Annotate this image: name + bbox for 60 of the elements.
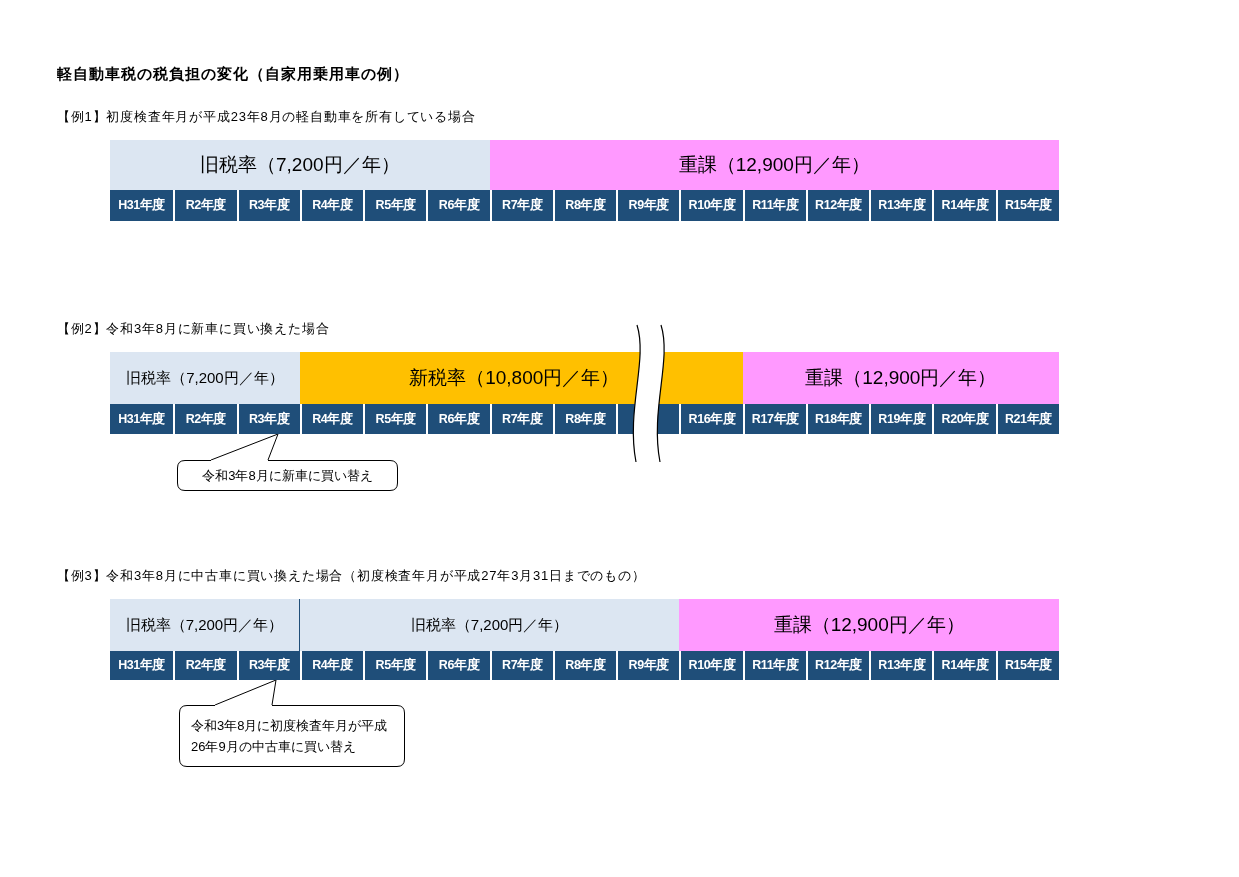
year-cell: R3年度 [236, 651, 300, 680]
year-cell: H31年度 [110, 651, 174, 680]
year-cell: R5年度 [363, 651, 427, 680]
example-heading: 【例3】令和3年8月に中古車に買い換えた場合（初度検査年月が平成27年3月31日までのもの） [57, 567, 646, 585]
example-heading: 【例1】初度検査年月が平成23年8月の軽自動車を所有している場合 [57, 108, 476, 126]
year-cell: R7年度 [489, 404, 553, 434]
year-cell: R15年度 [995, 651, 1059, 680]
year-cell: R2年度 [173, 651, 237, 680]
year-cell: R4年度 [299, 404, 364, 434]
year-cell: R13年度 [869, 651, 933, 680]
year-cell: R11年度 [742, 651, 806, 680]
year-cell: R15年度 [995, 190, 1059, 221]
callout-box: 令和3年8月に初度検査年月が平成26年9月の中古車に買い替え [179, 705, 405, 767]
year-cell: R14年度 [932, 190, 996, 221]
year-cell: R5年度 [363, 190, 427, 221]
year-cell: H31年度 [110, 404, 174, 434]
year-cell: R10年度 [679, 651, 743, 680]
year-cell: R20年度 [932, 404, 996, 434]
callout-box: 令和3年8月に新車に買い替え [177, 460, 398, 491]
year-cell: R9年度 [616, 190, 680, 221]
rate-band: 重課（12,900円／年） [489, 140, 1059, 190]
year-cell: R12年度 [805, 190, 870, 221]
leader-line [210, 433, 279, 461]
year-cell: R7年度 [489, 190, 553, 221]
year-cell: R3年度 [236, 190, 300, 221]
rate-band: 旧税率（7,200円／年） [299, 599, 680, 651]
title: 軽自動車税の税負担の変化（自家用乗用車の例） [57, 65, 409, 84]
rate-band: 旧税率（7,200円／年） [110, 352, 300, 404]
example-heading: 【例2】令和3年8月に新車に買い換えた場合 [57, 320, 330, 338]
year-cell: R18年度 [805, 404, 870, 434]
year-cell: R3年度 [236, 404, 300, 434]
year-cell: R14年度 [932, 651, 996, 680]
year-cell: R8年度 [552, 651, 617, 680]
year-cell: R11年度 [742, 190, 806, 221]
year-cell: R4年度 [299, 651, 364, 680]
year-cell: R6年度 [426, 651, 490, 680]
year-cell: R17年度 [742, 404, 806, 434]
year-cell: R10年度 [679, 190, 743, 221]
year-cell: R8年度 [552, 190, 617, 221]
year-cell: H31年度 [110, 190, 174, 221]
year-cell: R2年度 [173, 404, 237, 434]
rate-band: 新税率（10,800円／年） [299, 352, 743, 404]
year-cell: R7年度 [489, 651, 553, 680]
rate-band: 重課（12,900円／年） [742, 352, 1059, 404]
year-cell: R6年度 [426, 404, 490, 434]
rate-band: 旧税率（7,200円／年） [110, 140, 490, 190]
year-cell: R5年度 [363, 404, 427, 434]
year-cell: R12年度 [805, 651, 870, 680]
rate-band: 重課（12,900円／年） [679, 599, 1059, 651]
leader-line [214, 679, 277, 706]
rate-band: 旧税率（7,200円／年） [110, 599, 300, 651]
year-cell: R2年度 [173, 190, 237, 221]
year-cell: R8年度 [552, 404, 617, 434]
year-cell: R6年度 [426, 190, 490, 221]
year-cell: R13年度 [869, 190, 933, 221]
year-cell: R21年度 [995, 404, 1059, 434]
year-cell: R16年度 [679, 404, 743, 434]
year-cell: R19年度 [869, 404, 933, 434]
year-cell: R4年度 [299, 190, 364, 221]
year-cell: R9年度 [616, 651, 680, 680]
